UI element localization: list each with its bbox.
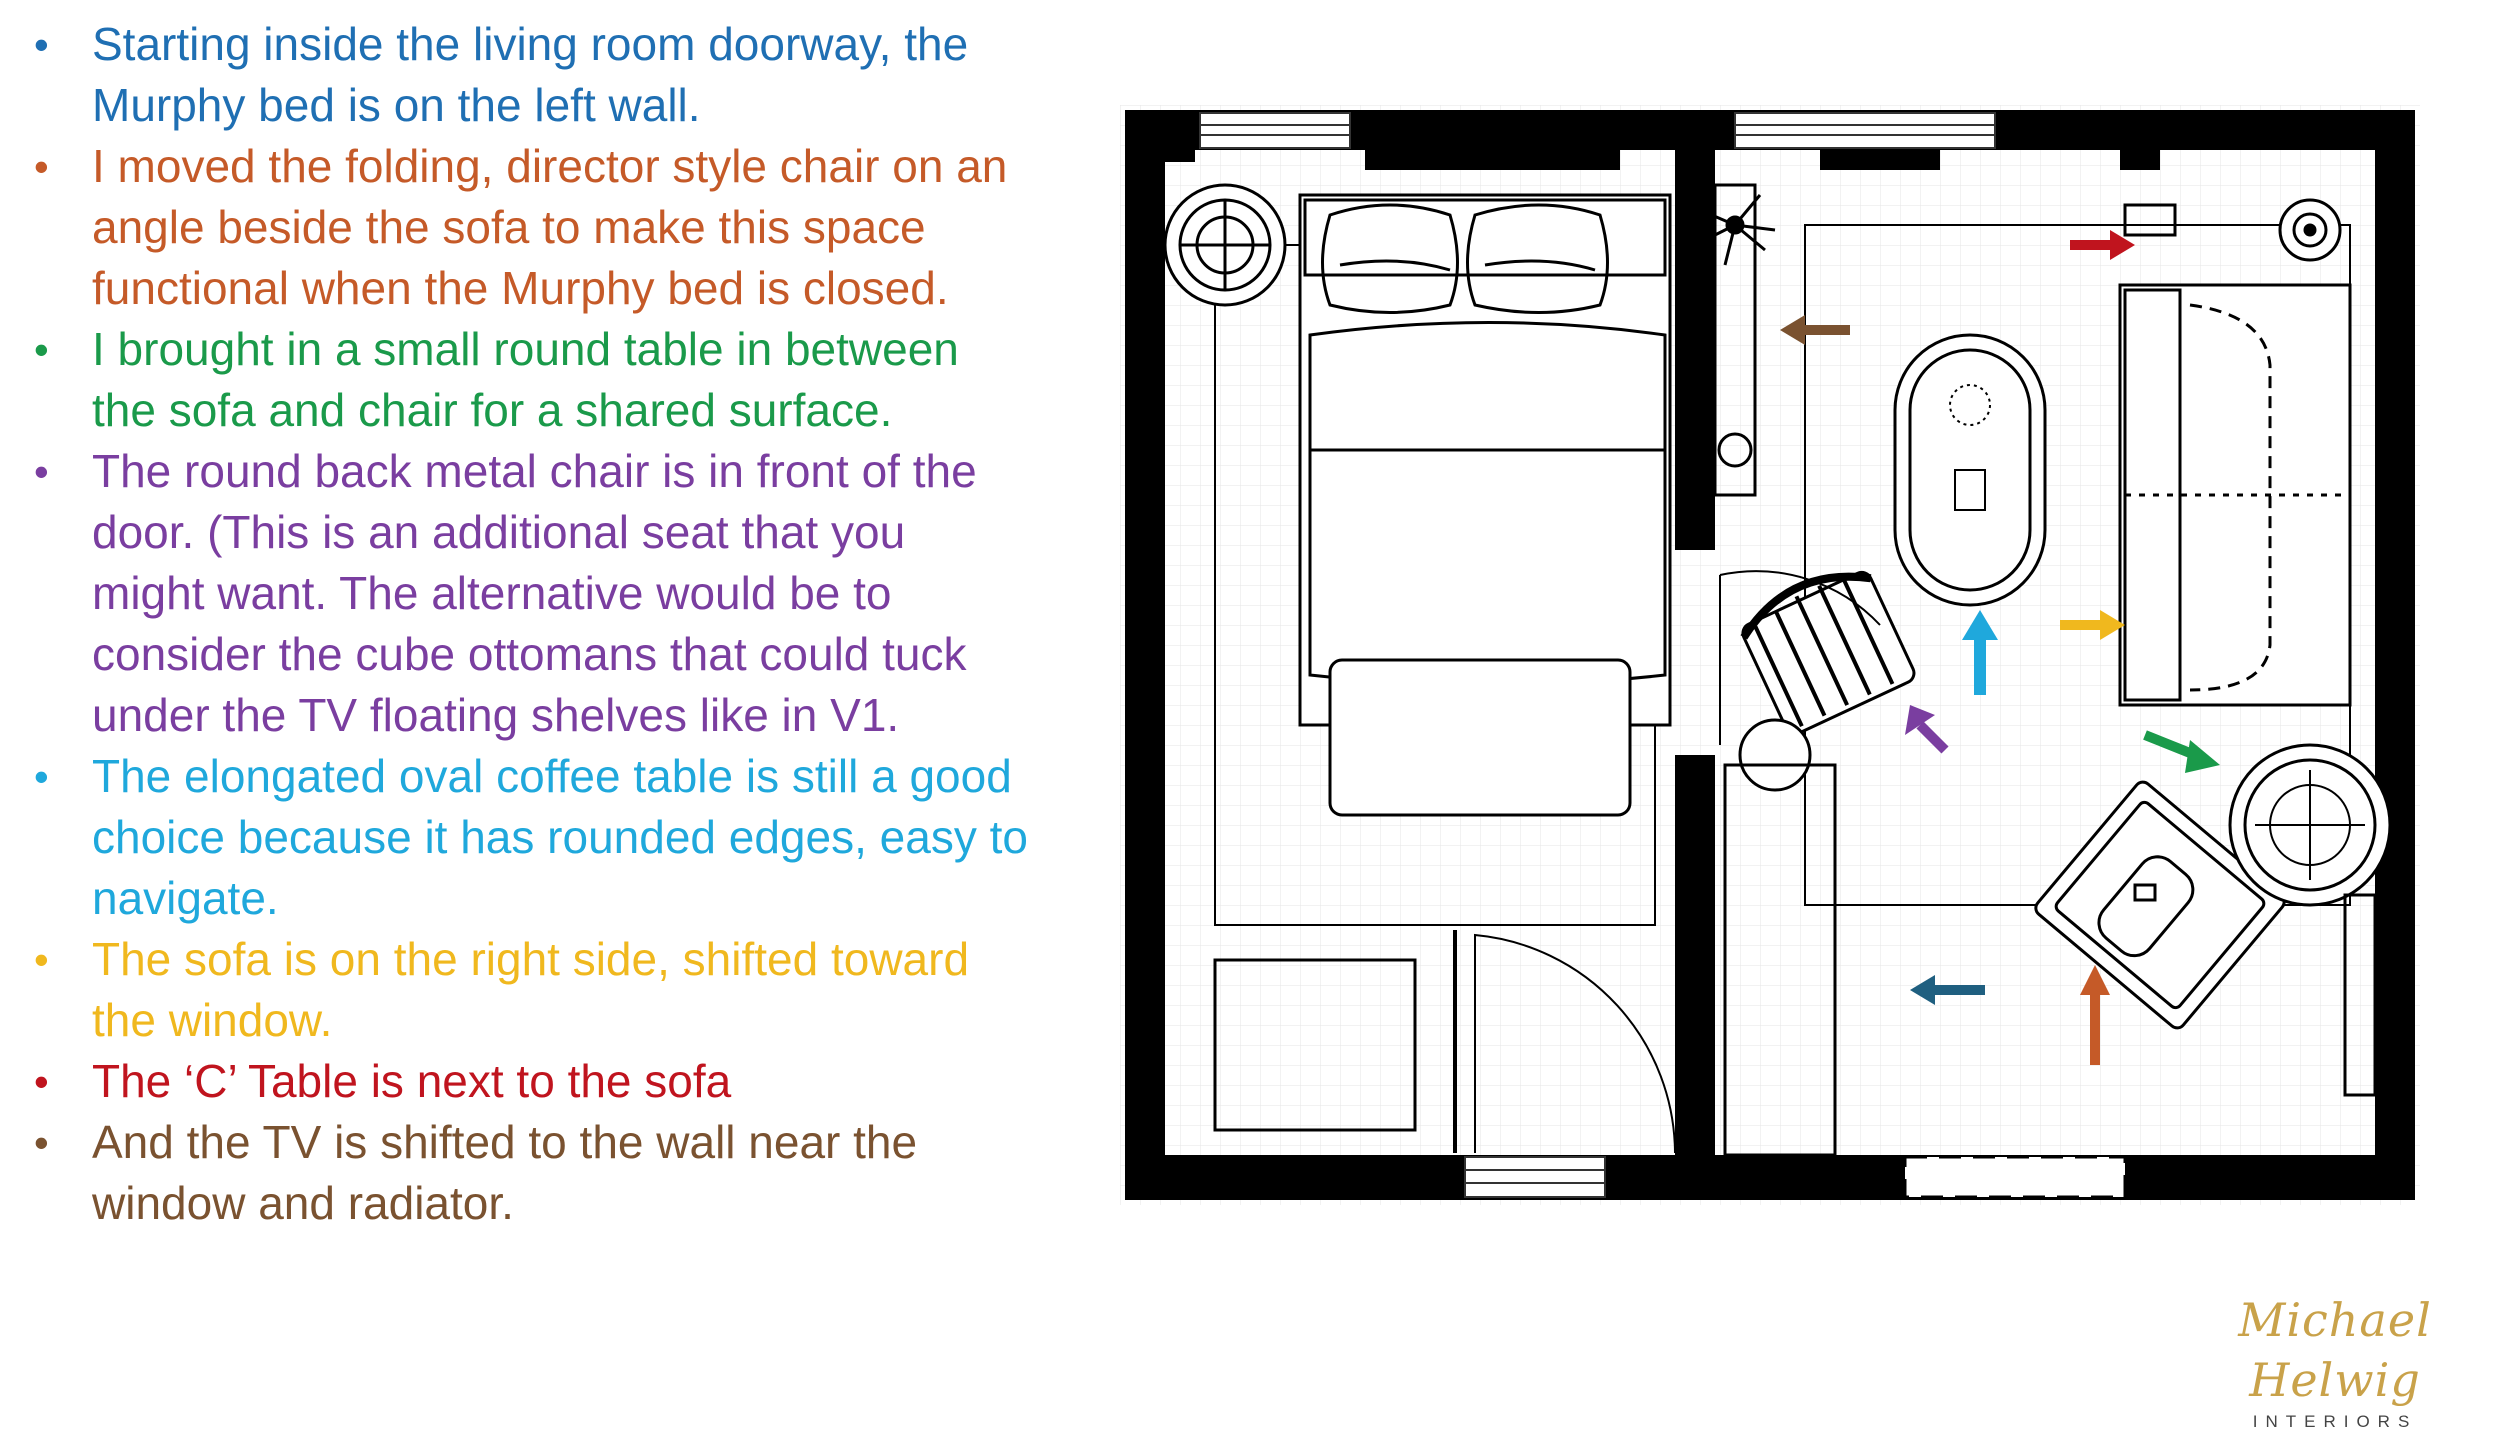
round-back-chair <box>1740 570 1916 736</box>
bullet-item: • The ‘C’ Table is next to the sofa <box>20 1051 1030 1112</box>
bullet-item: • I brought in a small round table in bet… <box>20 319 1030 441</box>
bullet-dot-icon: • <box>34 753 49 800</box>
director-chair-arrow <box>2080 965 2110 1065</box>
right-cabinet <box>2343 893 2377 1097</box>
bullet-item: • I moved the folding, director style cha… <box>20 136 1030 319</box>
dresser <box>1213 958 1417 1132</box>
windows <box>1199 112 1996 1198</box>
bedroom-door <box>1474 933 1676 1154</box>
bullet-item: • The elongated oval coffee table is stil… <box>20 746 1030 929</box>
bullet-text: I moved the folding, director style chai… <box>92 140 1008 314</box>
bullet-text: The ‘C’ Table is next to the sofa <box>92 1055 732 1107</box>
bullet-dot-icon: • <box>34 448 49 495</box>
director-chair <box>2034 780 2286 1030</box>
bullet-dot-icon: • <box>34 1119 49 1166</box>
living-room-door <box>1719 570 1881 745</box>
bullet-text: Starting inside the living room doorway,… <box>92 18 969 131</box>
bullet-text: The elongated oval coffee table is still… <box>92 750 1028 924</box>
floor-plan <box>1120 105 2420 1205</box>
bullet-item: • The sofa is on the right side, shifted … <box>20 929 1030 1051</box>
doorway-opening <box>1903 1155 2127 1199</box>
bullet-text: I brought in a small round table in betw… <box>92 323 959 436</box>
bedroom <box>1163 183 1676 1154</box>
round-table-arrow <box>2143 730 2220 773</box>
living-room <box>1694 183 2392 1157</box>
plant-icon <box>1694 194 1776 266</box>
murphy-bed-arrow <box>1910 975 1985 1005</box>
bullet-dot-icon: • <box>34 936 49 983</box>
bullet-dot-icon: • <box>34 143 49 190</box>
bullet-list: • Starting inside the living room doorway… <box>20 14 1030 1234</box>
bullet-item: • Starting inside the living room doorway… <box>20 14 1030 136</box>
logo-subtitle: INTERIORS <box>2252 1412 2418 1431</box>
c-table-arrow <box>2070 230 2135 260</box>
company-logo: Michael Helwig INTERIORS <box>2180 1290 2490 1431</box>
tv-console <box>1713 183 1757 497</box>
bullet-item: • The round back metal chair is in front … <box>20 441 1030 746</box>
bullet-dot-icon: • <box>34 326 49 373</box>
tv-arrow <box>1780 315 1850 345</box>
bullet-text: The sofa is on the right side, shifted t… <box>92 933 970 1046</box>
bullet-text: The round back metal chair is in front o… <box>92 445 977 741</box>
plan-arrows <box>1780 230 2220 1065</box>
bullet-dot-icon: • <box>34 1058 49 1105</box>
radiator-knob <box>1717 432 1753 468</box>
side-table <box>1738 718 1812 792</box>
sofa-arrow <box>2060 610 2125 640</box>
logo-script: Michael Helwig <box>2238 1293 2432 1407</box>
round-back-chair-arrow <box>1905 705 1949 754</box>
bullet-dot-icon: • <box>34 21 49 68</box>
bullet-text: And the TV is shifted to the wall near t… <box>92 1116 918 1229</box>
coffee-table-arrow <box>1962 610 1998 695</box>
bed-bench <box>1328 658 1632 817</box>
bullet-item: • And the TV is shifted to the wall near … <box>20 1112 1030 1234</box>
